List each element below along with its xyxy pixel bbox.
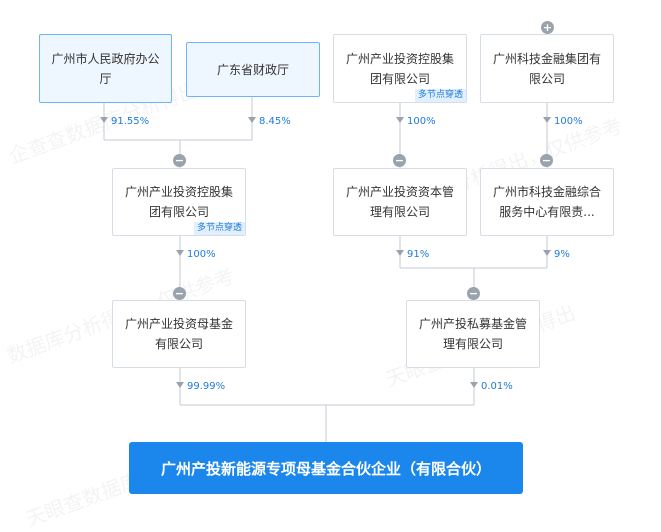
share-pct: 100%	[554, 116, 583, 127]
share-pct: 91.55%	[111, 116, 150, 127]
node-label: 广州产投私募基金管理有限公司	[418, 317, 527, 351]
multi-node-tag[interactable]: 多节点穿透	[414, 89, 466, 102]
collapse-icon[interactable]: −	[173, 287, 186, 300]
share-pct: 91%	[407, 249, 430, 260]
node-gz-industrial-group-mid[interactable]: 广州产业投资控股集团有限公司 多节点穿透	[112, 168, 246, 236]
node-label: 广州科技金融集团有限公司	[492, 51, 601, 86]
collapse-icon[interactable]: −	[393, 154, 406, 167]
node-label: 广州市人民政府办公厅	[51, 51, 160, 86]
collapse-icon[interactable]: −	[467, 287, 480, 300]
node-label: 广州产业投资控股集团有限公司	[124, 185, 233, 219]
target-company[interactable]: 广州产投新能源专项母基金合伙企业（有限合伙）	[129, 442, 523, 494]
collapse-icon[interactable]: −	[173, 154, 186, 167]
node-gz-sci-fin-group[interactable]: 广州科技金融集团有限公司	[480, 34, 614, 103]
node-gz-gov-office[interactable]: 广州市人民政府办公厅	[39, 34, 172, 103]
share-pct: 100%	[187, 249, 216, 260]
share-pct: 100%	[407, 116, 436, 127]
node-label: 广州产业投资控股集团有限公司	[345, 51, 454, 86]
node-gz-parent-fund[interactable]: 广州产业投资母基金有限公司	[112, 300, 246, 368]
expand-icon[interactable]: +	[541, 21, 554, 34]
node-gd-finance[interactable]: 广东省财政厅	[186, 42, 320, 97]
share-pct: 8.45%	[259, 116, 291, 127]
target-company-name: 广州产投新能源专项母基金合伙企业（有限合伙）	[160, 459, 491, 478]
share-pct: 9%	[554, 249, 570, 260]
node-gz-capital-mgmt[interactable]: 广州产业投资资本管理有限公司	[333, 168, 467, 236]
share-pct: 99.99%	[187, 381, 226, 392]
node-label: 广州市科技金融综合服务中心有限责...	[492, 185, 601, 219]
share-pct: 0.01%	[481, 381, 513, 392]
node-label: 广州产业投资母基金有限公司	[124, 317, 233, 351]
node-gz-sci-fin-service[interactable]: 广州市科技金融综合服务中心有限责...	[480, 168, 614, 236]
node-label: 广东省财政厅	[216, 62, 289, 77]
node-gz-industrial-group-top[interactable]: 广州产业投资控股集团有限公司 多节点穿透	[333, 34, 467, 103]
node-label: 广州产业投资资本管理有限公司	[345, 185, 454, 219]
multi-node-tag[interactable]: 多节点穿透	[193, 222, 245, 235]
node-gz-private-fund-mgmt[interactable]: 广州产投私募基金管理有限公司	[406, 300, 540, 368]
collapse-icon[interactable]: −	[540, 154, 553, 167]
